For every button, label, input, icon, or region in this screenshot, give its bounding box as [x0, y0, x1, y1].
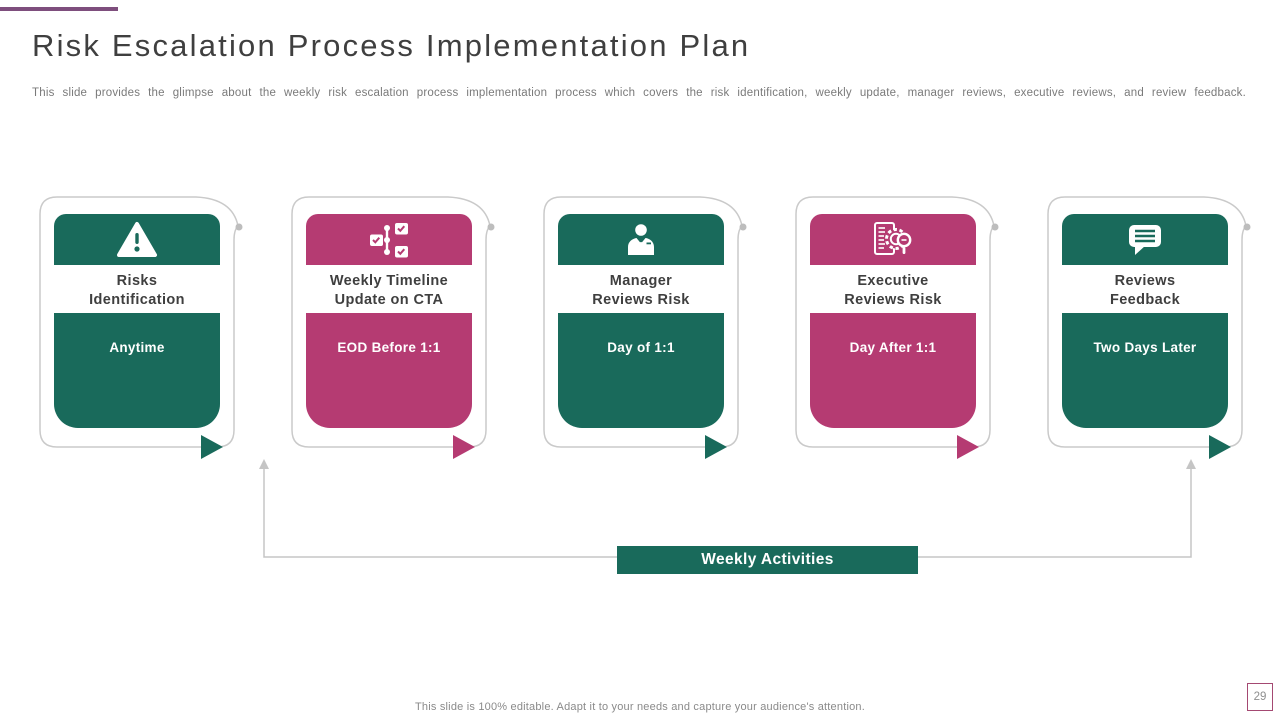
timing-label: Day After 1:1	[849, 340, 937, 355]
process-card-weekly-timeline-update: Weekly Timeline Update on CTA EOD Before…	[290, 196, 495, 459]
accent-line	[0, 7, 118, 11]
card-timing-block: Anytime	[54, 313, 220, 428]
up-arrowhead-icon	[259, 459, 269, 469]
card-icon-block	[558, 214, 724, 265]
timing-label: Two Days Later	[1093, 340, 1197, 355]
step-arrow-icon	[705, 435, 727, 459]
card-timing-block: Day After 1:1	[810, 313, 976, 428]
card-icon-block	[54, 214, 220, 265]
warning-triangle-icon	[117, 221, 157, 257]
connector-dot	[235, 223, 243, 231]
connector-dot	[487, 223, 495, 231]
timeline-checklist-icon	[370, 222, 408, 257]
card-icon-block	[810, 214, 976, 265]
timing-label: Anytime	[109, 340, 165, 355]
weekly-activities-label: Weekly Activities	[617, 546, 918, 574]
connector-dot	[739, 223, 747, 231]
slide-subtitle: This slide provides the glimpse about th…	[32, 87, 1246, 99]
card-outline-curl	[543, 196, 747, 448]
card-timing-block: Two Days Later	[1062, 313, 1228, 428]
timing-label: Day of 1:1	[607, 340, 675, 355]
up-arrowhead-icon	[1186, 459, 1196, 469]
card-title: Risks Identification	[89, 273, 185, 308]
step-arrow-icon	[201, 435, 223, 459]
speech-bubble-icon	[1129, 224, 1161, 255]
footer-note: This slide is 100% editable. Adapt it to…	[415, 701, 865, 713]
card-timing-block: EOD Before 1:1	[306, 313, 472, 428]
card-title: Manager Reviews Risk	[592, 273, 690, 308]
document-gear-magnifier-icon	[874, 221, 912, 255]
connector-dot	[991, 223, 999, 231]
page-number-badge: 29	[1247, 683, 1273, 711]
card-title: Weekly Timeline Update on CTA	[329, 273, 449, 308]
card-title: Reviews Feedback	[1109, 273, 1181, 308]
step-arrow-icon	[1209, 435, 1231, 459]
weekly-activities-bracket	[259, 459, 1196, 558]
process-card-executive-reviews-risk: Executive Reviews Risk Day After 1:1	[794, 196, 999, 459]
timing-label: EOD Before 1:1	[337, 340, 441, 355]
card-outline-curl	[795, 196, 999, 448]
process-card-risks-identification: Risks Identification Anytime	[38, 196, 243, 459]
slide-title: Risk Escalation Process Implementation P…	[32, 28, 751, 63]
step-arrow-icon	[453, 435, 475, 459]
card-title: Executive Reviews Risk	[844, 273, 942, 308]
process-card-reviews-feedback: Reviews Feedback Two Days Later	[1046, 196, 1251, 459]
card-icon-block	[306, 214, 472, 265]
card-outline-curl	[1047, 196, 1251, 448]
process-card-manager-reviews-risk: Manager Reviews Risk Day of 1:1	[542, 196, 747, 459]
step-arrow-icon	[957, 435, 979, 459]
card-timing-block: Day of 1:1	[558, 313, 724, 428]
card-outline-curl	[291, 196, 495, 448]
card-icon-block	[1062, 214, 1228, 265]
card-outline-curl	[39, 196, 243, 448]
connector-dot	[1243, 223, 1251, 231]
manager-person-icon	[628, 223, 654, 255]
